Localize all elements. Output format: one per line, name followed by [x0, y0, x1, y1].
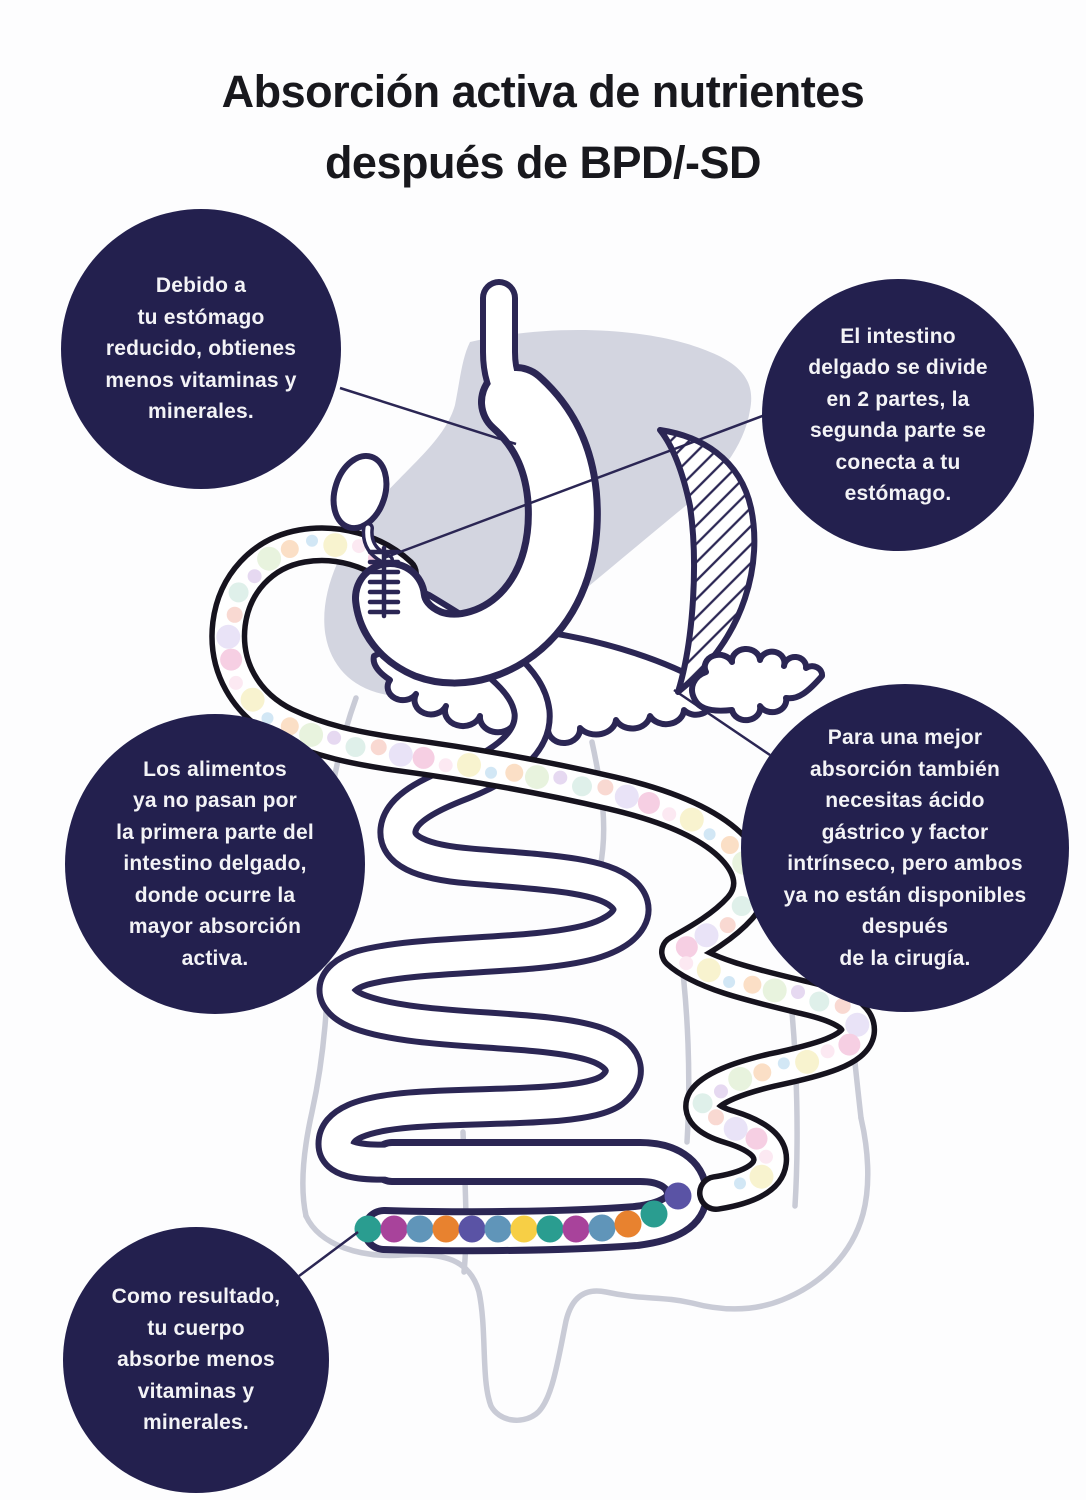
stomach-sleeve: [352, 279, 601, 687]
active-absorption-dots: [354, 1182, 692, 1243]
page-title: Absorción activa de nutrientes después d…: [0, 56, 1086, 198]
bubble-text: Debido a tu estómago reducido, obtienes …: [105, 274, 297, 424]
bubble-text: Como resultado, tu cuerpo absorbe menos …: [111, 1285, 281, 1435]
bubble-text: Para una mejor absorción también necesit…: [783, 726, 1027, 970]
removed-stomach-hatched: [657, 427, 758, 695]
alimentary-small-intestine: [315, 589, 710, 1255]
title-line-2: después de BPD/-SD: [324, 137, 762, 189]
callout-bubble-intestine-divided: El intestino delgado se divide en 2 part…: [762, 279, 1034, 551]
callout-bubble-food-bypass: Los alimentos ya no pasan por la primera…: [65, 714, 365, 1014]
title-line-1: Absorción activa de nutrientes: [221, 66, 865, 117]
callout-line-anastomosis: [383, 413, 766, 560]
staple-line: [367, 545, 401, 619]
bubble-text: El intestino delgado se divide en 2 part…: [808, 324, 988, 506]
callout-bubble-stomach-reduced: Debido a tu estómago reducido, obtienes …: [61, 209, 341, 489]
callout-lines: [298, 386, 771, 1278]
bypassed-duodenum-limb: [209, 525, 877, 1212]
callout-bubble-acid-factor: Para una mejor absorción también necesit…: [741, 684, 1069, 1012]
omentum-cloud: [689, 645, 825, 724]
callout-line-pancreas: [673, 688, 771, 757]
callout-line-common-channel: [298, 1230, 359, 1278]
callout-line-stomach: [339, 386, 517, 446]
callout-bubble-result: Como resultado, tu cuerpo absorbe menos …: [63, 1227, 329, 1493]
bubble-text: Los alimentos ya no pasan por la primera…: [116, 757, 314, 970]
